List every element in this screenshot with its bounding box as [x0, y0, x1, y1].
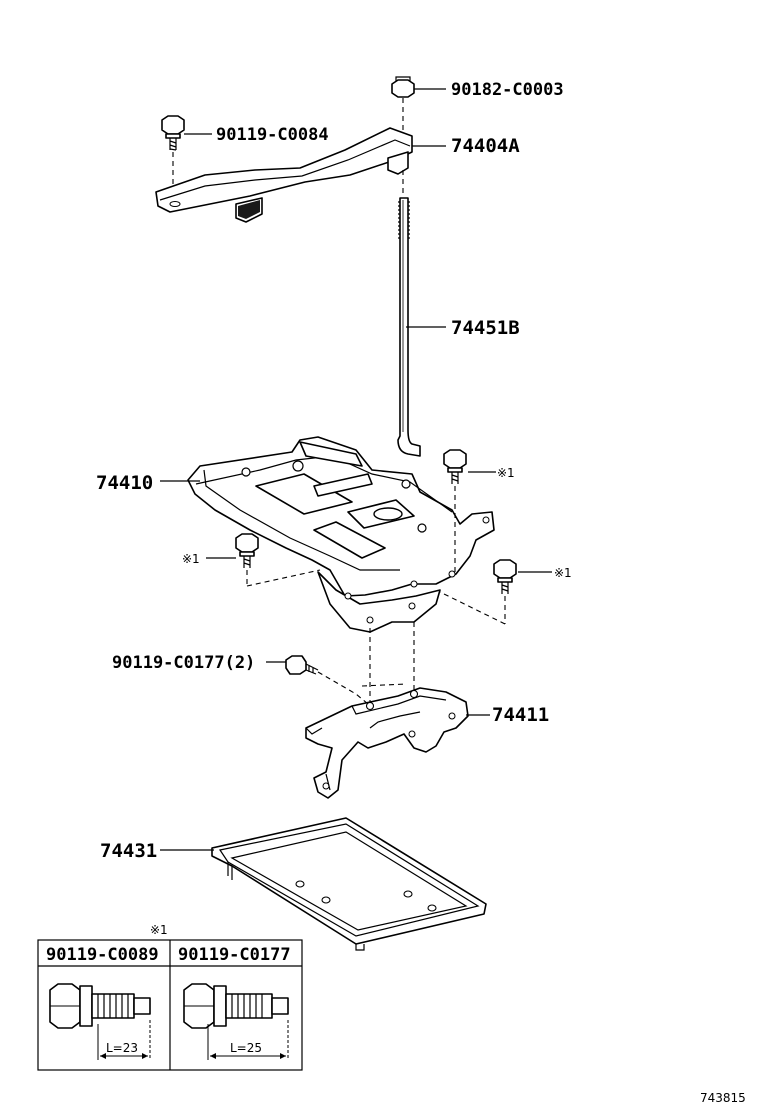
- label-bolt-left[interactable]: ※1: [182, 552, 200, 566]
- label-bolt-bracket[interactable]: 90119-C0177(2): [112, 653, 255, 673]
- battery-carrier[interactable]: [187, 436, 495, 633]
- carrier-bracket[interactable]: [305, 687, 469, 799]
- bolt-clamp[interactable]: [161, 115, 185, 200]
- legend-bolt-1-icon: [49, 983, 151, 1029]
- battery-tray[interactable]: [211, 817, 487, 951]
- label-tray[interactable]: 74431: [100, 840, 157, 862]
- legend-col2-header: 90119-C0177: [178, 945, 291, 965]
- legend-dim-2: L=25: [230, 1041, 262, 1055]
- label-carrier[interactable]: 74410: [96, 472, 153, 494]
- legend-marker: ※1: [150, 923, 168, 937]
- nut-top[interactable]: [391, 76, 415, 132]
- label-nut-top[interactable]: 90182-C0003: [451, 80, 564, 100]
- battery-clamp[interactable]: [155, 127, 413, 223]
- label-bolt-right-top[interactable]: ※1: [497, 466, 515, 480]
- bolt-legend: ※1 90119-C0089 90119-C0177 L=23: [37, 923, 303, 1071]
- label-clamp[interactable]: 74404A: [451, 135, 520, 157]
- label-bolt-clamp[interactable]: 90119-C0084: [216, 125, 329, 145]
- bolt-right[interactable]: [439, 559, 517, 625]
- legend-col1-header: 90119-C0089: [46, 945, 159, 965]
- bolt-right-top[interactable]: [443, 449, 467, 576]
- diagram-code: 743815: [700, 1091, 746, 1105]
- legend-dim-1: L=23: [106, 1041, 138, 1055]
- hold-down-rod[interactable]: [397, 197, 421, 457]
- label-bracket[interactable]: 74411: [492, 704, 549, 726]
- bolt-left[interactable]: [235, 533, 321, 587]
- bolt-bracket[interactable]: [285, 655, 407, 705]
- label-bolt-right[interactable]: ※1: [554, 566, 572, 580]
- label-rod[interactable]: 74451B: [451, 317, 520, 339]
- legend-bolt-2-icon: [183, 983, 289, 1029]
